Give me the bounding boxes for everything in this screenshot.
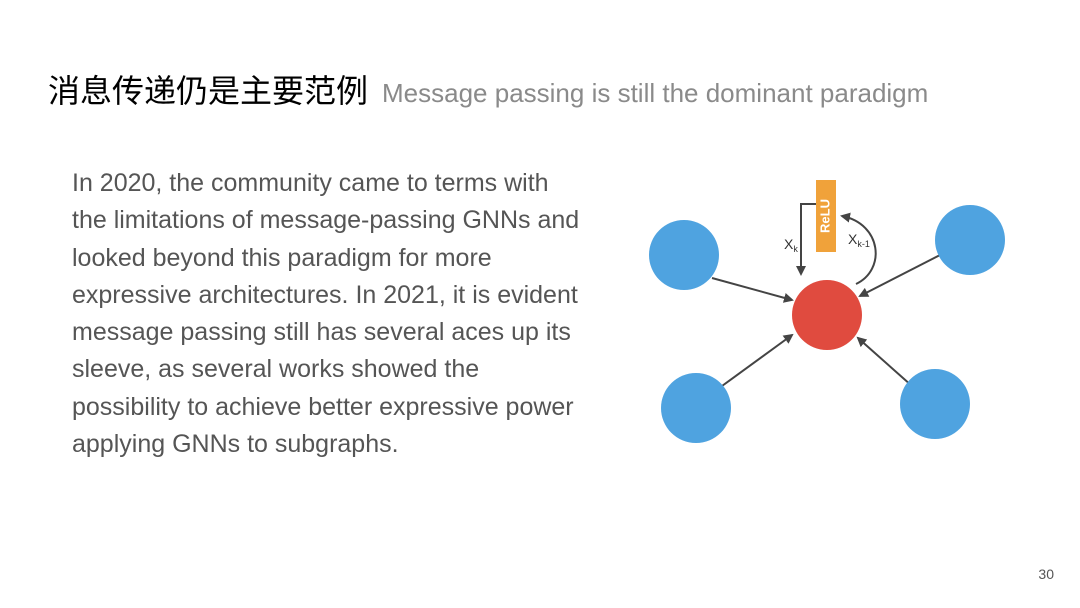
edge-bottom-left	[721, 333, 794, 387]
edge-bottom-right	[856, 336, 913, 387]
page-number: 30	[1038, 566, 1054, 582]
previous-state-label: Xk-1	[848, 231, 870, 249]
slide-title-english: Message passing is still the dominant pa…	[382, 78, 929, 108]
input-label: Xk	[784, 236, 798, 254]
neighbor-node-bottom-left	[661, 373, 731, 443]
relu-output-arrow	[796, 203, 816, 276]
neighbor-node-bottom-right	[900, 369, 970, 439]
slide-title-chinese: 消息传递仍是主要范例	[48, 72, 369, 110]
center-node	[792, 280, 862, 350]
neighbor-node-top-left	[649, 220, 719, 290]
title-row: 消息传递仍是主要范例 Message passing is still the d…	[48, 66, 1058, 112]
message-passing-diagram: ReLU Xk Xk-1	[649, 180, 1005, 443]
edge-top-left	[711, 277, 794, 303]
edge-top-right	[858, 253, 943, 297]
self-loop-arrow	[840, 212, 877, 285]
relu-label: ReLU	[817, 199, 832, 233]
relu-box	[816, 180, 836, 252]
neighbor-node-top-right	[935, 205, 1005, 275]
body-paragraph: In 2020, the community came to terms wit…	[72, 169, 580, 459]
